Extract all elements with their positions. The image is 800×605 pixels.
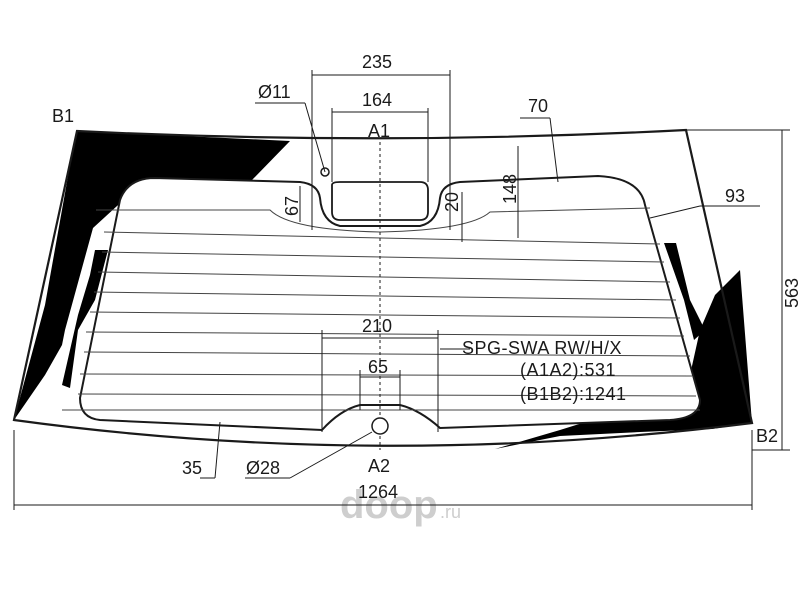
point-b2: B2 (756, 426, 778, 446)
dim-65: 65 (368, 357, 388, 377)
dim-164: 164 (362, 90, 392, 110)
dim-210: 210 (362, 316, 392, 336)
dim-35: 35 (182, 458, 202, 478)
heater-line (103, 231, 661, 245)
heater-line (79, 373, 693, 377)
heater-lines (62, 207, 700, 411)
frit-right-strip (664, 243, 705, 340)
spec-b1b2: (B1B2):1241 (520, 384, 627, 404)
spec-a1a2: (A1A2):531 (520, 360, 616, 380)
heater-line (83, 351, 691, 357)
point-a2: A2 (368, 456, 390, 476)
heater-line (101, 251, 665, 263)
heater-line (85, 331, 685, 337)
heater-line (77, 393, 697, 397)
dim-67: 67 (282, 196, 302, 216)
dim-hole-top: Ø11 (258, 82, 291, 102)
dim-148: 148 (500, 174, 520, 204)
heated-area-outline (78, 174, 702, 432)
watermark-suffix: .ru (440, 502, 461, 522)
glass-outline (12, 128, 754, 447)
dim-93: 93 (725, 186, 745, 206)
heater-line (89, 311, 681, 319)
heater-line (93, 291, 677, 301)
frit-left-strip (62, 250, 108, 388)
dim-20: 20 (442, 192, 462, 212)
heater-line (97, 271, 671, 283)
dim-235: 235 (362, 52, 392, 72)
top-notch-outline (331, 181, 429, 221)
hole-bottom-icon (371, 417, 389, 435)
frit-top-left (14, 131, 290, 420)
point-b1: B1 (52, 106, 74, 126)
dim-1264: 1264 (358, 482, 398, 502)
dim-hole-bottom: Ø28 (246, 458, 280, 478)
spec-code: SPG-SWA RW/H/X (462, 338, 622, 358)
dimension-lines (13, 70, 790, 510)
dim-563: 563 (782, 278, 800, 308)
dim-70: 70 (528, 96, 548, 116)
point-a1: A1 (368, 121, 390, 141)
